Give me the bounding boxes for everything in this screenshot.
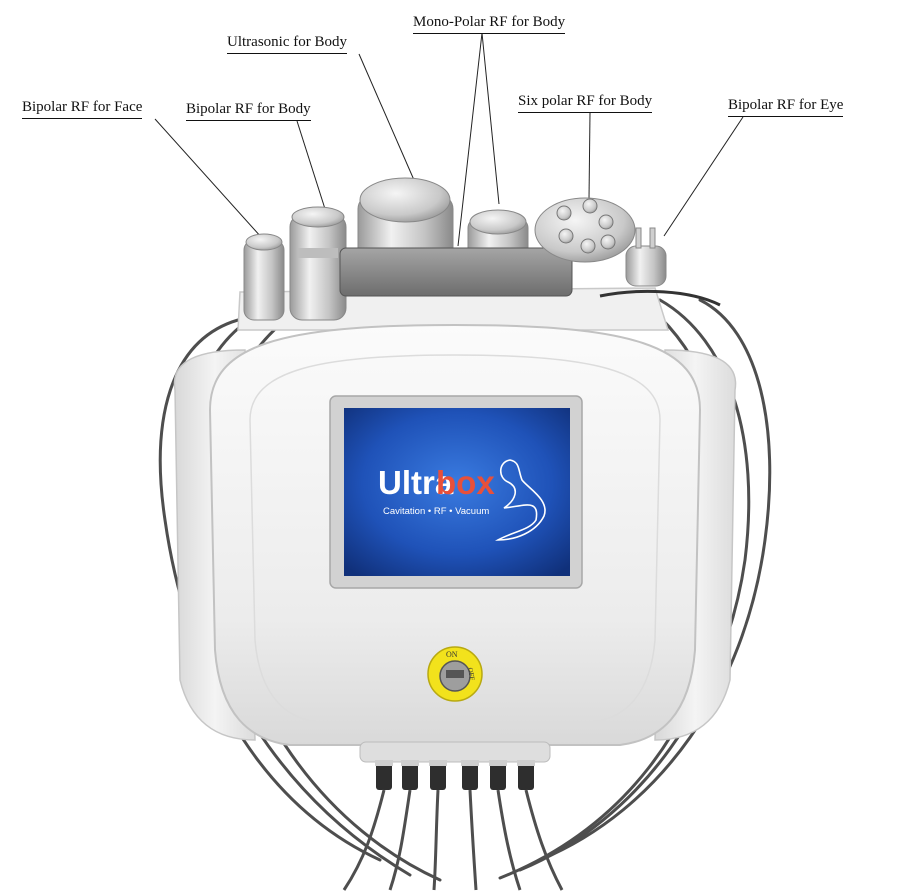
screen-tagline: Cavitation • RF • Vacuum [383, 506, 489, 517]
cable-left-1 [158, 318, 382, 862]
label-bipolar-rf-eye: Bipolar RF for Eye [728, 96, 844, 117]
probe-cable-right [599, 289, 721, 307]
connector-3 [429, 760, 447, 891]
callout-lines [154, 32, 744, 247]
handpiece-six-polar [534, 197, 636, 263]
handpiece-bipolar-eye [625, 227, 667, 287]
body-inner-contour [249, 354, 661, 723]
brand-box: box [436, 464, 495, 501]
leader-bipolar-eye [663, 116, 744, 237]
label-six-polar-rf-body: Six polar RF for Body [518, 92, 653, 113]
switch-on-label: ON [446, 650, 458, 659]
leader-ultrasonic [358, 53, 415, 181]
leader-bipolar-body [296, 120, 327, 213]
leader-mono-a [457, 32, 483, 247]
leader-six-polar [588, 112, 591, 200]
handpiece-bipolar-body [289, 206, 347, 321]
leader-bipolar-face [154, 118, 263, 239]
leader-mono-b [481, 32, 500, 205]
handpiece-bipolar-face [243, 233, 285, 321]
connectors [342, 760, 564, 891]
handle-bar [339, 247, 573, 297]
silhouette-logo [494, 459, 546, 541]
connector-4 [461, 760, 479, 891]
connector-5 [489, 760, 522, 891]
brand-ultra: Ultra [378, 464, 454, 501]
label-mono-polar-rf-body: Mono-Polar RF for Body [413, 13, 566, 34]
connector-1 [342, 760, 393, 891]
display-screen[interactable] [344, 408, 570, 576]
power-switch[interactable]: ON OFF [427, 646, 483, 702]
connector-6 [517, 760, 564, 891]
switch-off-label: OFF [466, 667, 476, 681]
connector-strip [359, 741, 551, 763]
label-bipolar-rf-face: Bipolar RF for Face [22, 98, 143, 119]
cable-right-3 [538, 298, 772, 862]
label-ultrasonic-body: Ultrasonic for Body [227, 33, 347, 54]
label-bipolar-rf-body: Bipolar RF for Body [186, 100, 311, 121]
connector-2 [388, 760, 419, 891]
